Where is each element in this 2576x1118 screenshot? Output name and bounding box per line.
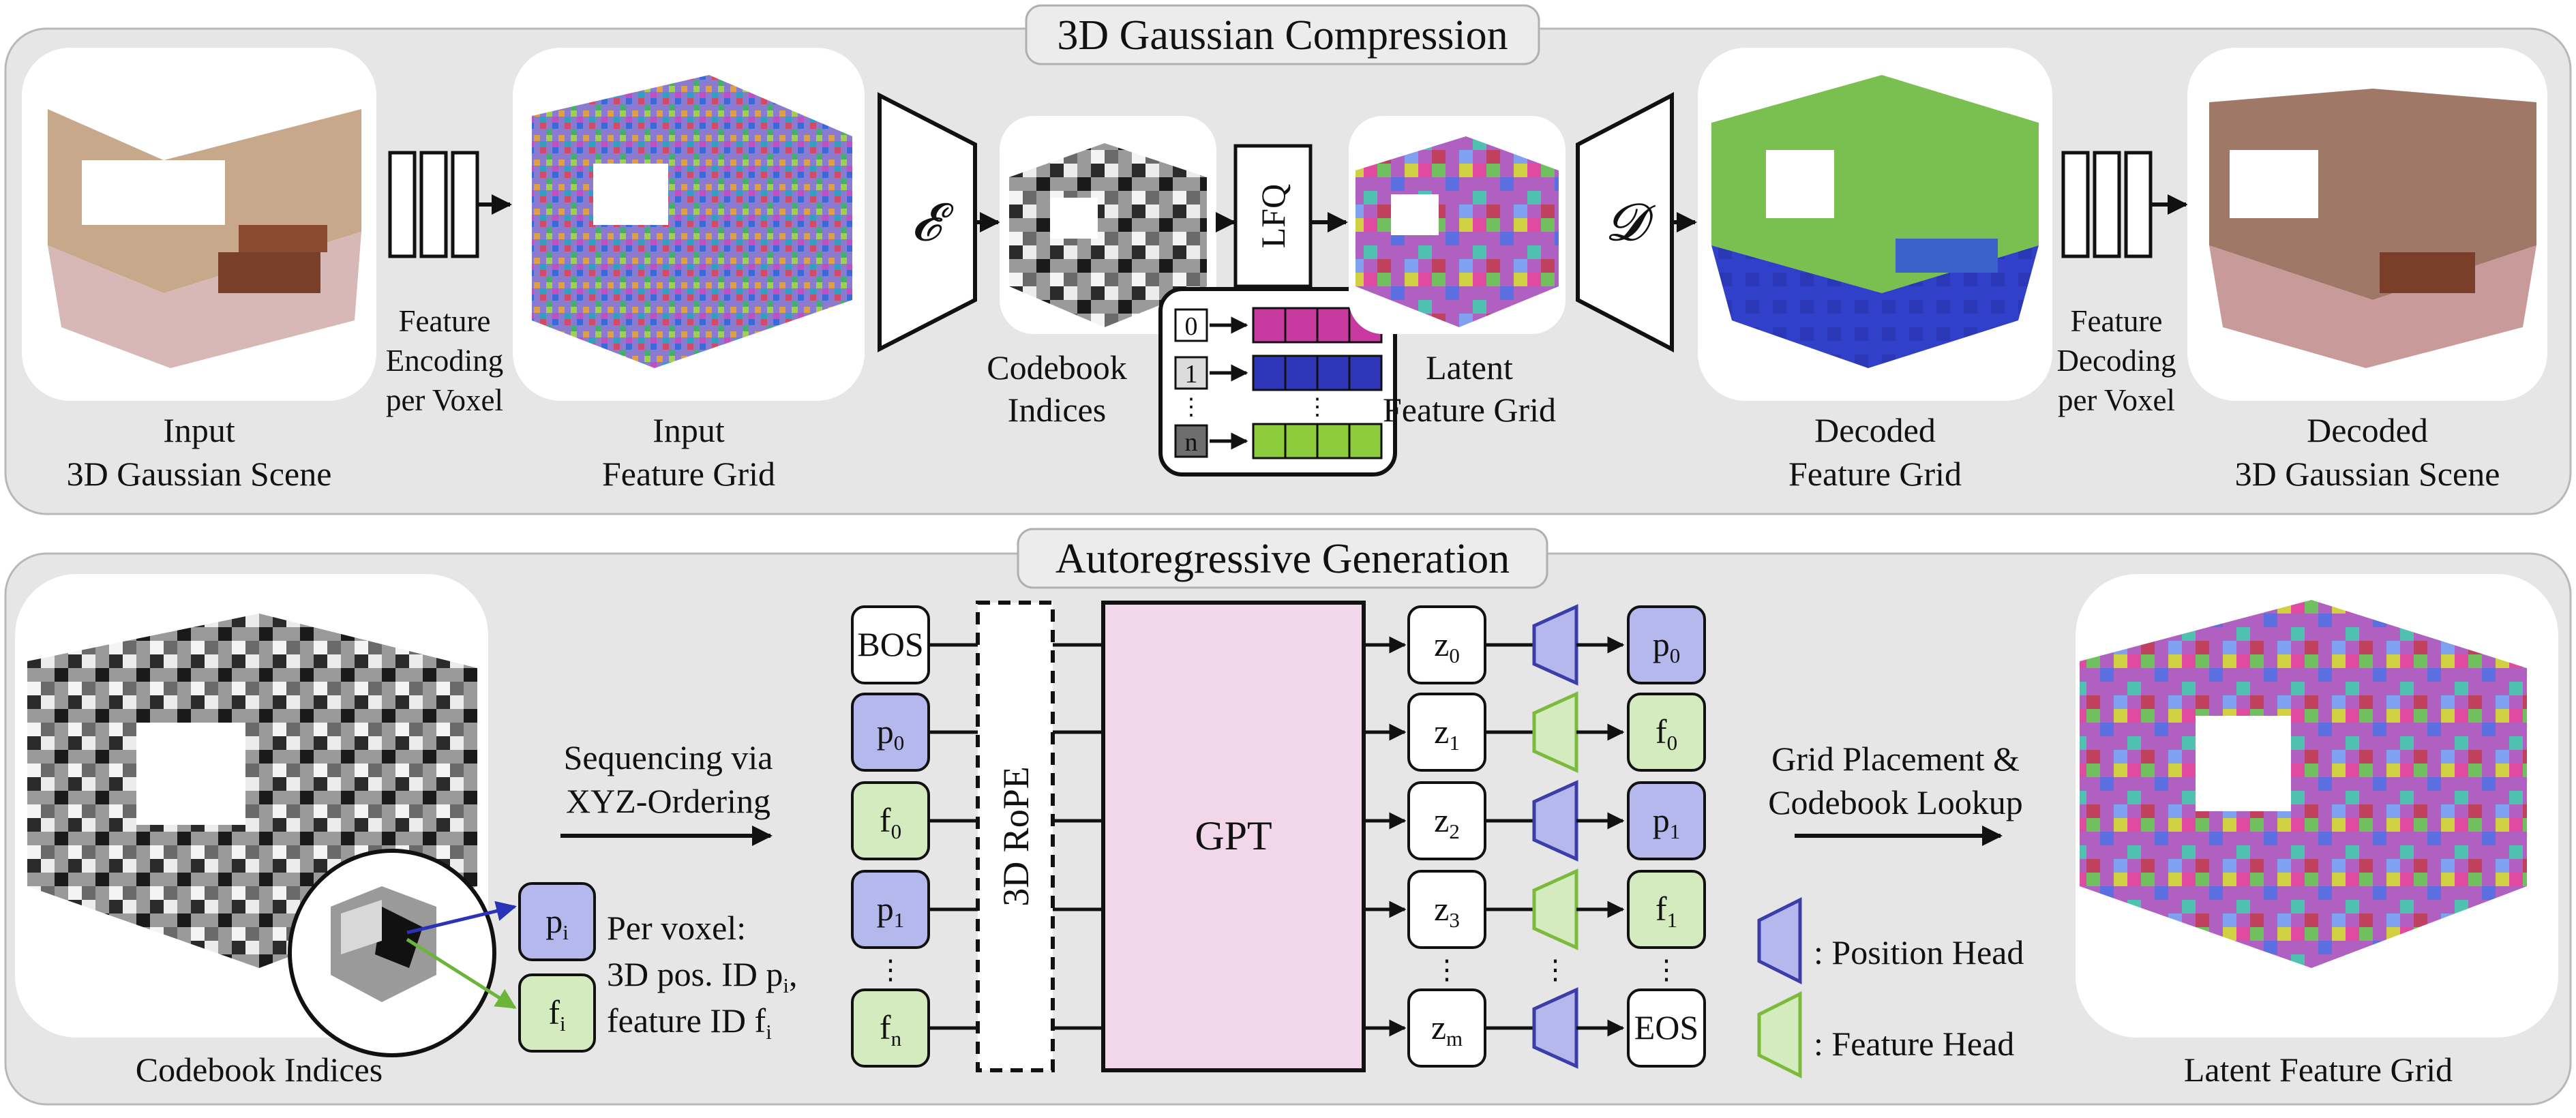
lfq-index-1: 1 <box>1185 360 1198 389</box>
magnifier <box>288 849 496 1057</box>
sequencing-label-2: XYZ-Ordering <box>566 782 770 820</box>
output-token-label-1: f0 <box>1656 712 1677 755</box>
input-token-dots: ⋮ <box>877 954 904 985</box>
feature-encoding-bars <box>388 151 479 258</box>
codebook-indices-label-2: Indices <box>1008 391 1106 429</box>
output-token-3 <box>1627 870 1706 949</box>
token-pi-text: pi <box>545 902 569 944</box>
per-voxel-line-2: 3D pos. ID pi, <box>607 955 797 997</box>
latent-grid-large-thumbnail <box>2076 574 2558 1038</box>
top-title: 3D Gaussian Compression <box>1057 12 1508 59</box>
input-grid-label-2: Feature Grid <box>602 455 775 493</box>
output-token-0 <box>1627 605 1706 684</box>
output-token-4 <box>1627 988 1706 1068</box>
input-token-label-4: fn <box>880 1008 902 1051</box>
decoded-scene-thumbnail <box>2187 48 2547 401</box>
codebook-indices-large-label: Codebook Indices <box>136 1051 383 1089</box>
lfq-index-n: n <box>1185 428 1198 457</box>
token-fi-text: fi <box>548 993 566 1036</box>
input-token-label-0: BOS <box>857 625 923 663</box>
dots-z: ⋮ <box>1433 954 1461 985</box>
feature-head-1 <box>1532 691 1578 773</box>
lfq-value-dots: ⋮ <box>1306 395 1329 420</box>
z-token-label-0: z0 <box>1434 625 1460 667</box>
codebook-indices-thumbnail <box>1000 116 1216 334</box>
input-scene-label-2: 3D Gaussian Scene <box>67 455 332 493</box>
latent-grid-label-1: Latent <box>1426 348 1513 387</box>
per-voxel-line-3: feature ID fi <box>607 1001 772 1044</box>
input-grid-label-1: Input <box>653 411 725 449</box>
position-head-0 <box>1532 604 1578 686</box>
pointer-pi <box>406 901 517 935</box>
grid-placement-label-1: Grid Placement & <box>1771 740 2020 778</box>
decoded-grid-thumbnail <box>1698 48 2052 401</box>
legend-position-head-icon <box>1757 896 1802 985</box>
top-title-pill <box>1025 4 1540 65</box>
feature-encoding-label-1: Feature <box>399 304 491 338</box>
output-rows: z0 p0 z1 f0 z2 p1 z3 f1 zm EOS ⋮ ⋮ ⋮ <box>1364 604 1706 1069</box>
output-token-1 <box>1627 693 1706 772</box>
lfq-label: LFQ <box>1254 184 1292 248</box>
rope-box <box>976 601 1055 1072</box>
feature-decoding-bars <box>2061 151 2153 258</box>
grid-placement-label-2: Codebook Lookup <box>1768 783 2023 821</box>
decoded-scene-label-2: 3D Gaussian Scene <box>2235 455 2500 493</box>
token-pi <box>518 882 596 961</box>
latent-grid-thumbnail <box>1349 116 1566 334</box>
feature-decoding-label-3: per Voxel <box>2058 383 2175 417</box>
bottom-title: Autoregressive Generation <box>1055 536 1510 582</box>
lfq-index-0: 0 <box>1185 312 1198 341</box>
feature-decoding-label-2: Decoding <box>2057 344 2176 378</box>
z-token-label-2: z2 <box>1434 801 1460 843</box>
output-token-label-3: f1 <box>1656 890 1677 932</box>
feature-head-3 <box>1532 868 1578 950</box>
z-token-label-1: z1 <box>1434 712 1460 755</box>
rope-label: 3D RoPE <box>995 766 1036 907</box>
codebook-indices-label-1: Codebook <box>987 348 1127 387</box>
lfq-index-dots: ⋮ <box>1180 395 1203 420</box>
input-token-label-3: p1 <box>877 890 905 932</box>
dots-head: ⋮ <box>1542 954 1569 985</box>
decoded-scene-label-1: Decoded <box>2307 411 2428 449</box>
sequencing-label-1: Sequencing via <box>564 738 773 776</box>
output-token-label-0: p0 <box>1653 625 1681 667</box>
input-token-label-1: p0 <box>877 712 905 755</box>
input-token-label-2: f0 <box>880 801 901 843</box>
position-head-2 <box>1532 780 1578 862</box>
feature-encoding-label-2: Encoding <box>386 344 503 378</box>
decoder-trapezoid <box>1576 92 1674 352</box>
decoded-grid-label-1: Decoded <box>1814 411 1936 449</box>
input-token-column: BOS p0 f0 p1 fn ⋮ <box>851 605 1103 1068</box>
z-token-label-4: zm <box>1431 1008 1463 1051</box>
token-fi <box>518 973 596 1053</box>
position-head-4 <box>1532 987 1578 1069</box>
pointer-fi <box>406 937 517 1010</box>
output-token-2 <box>1627 781 1706 860</box>
legend-feature-head-label: : Feature Head <box>1814 1025 2014 1063</box>
lfq-box <box>1233 144 1313 288</box>
bottom-title-pill <box>1017 528 1548 589</box>
encoder-trapezoid <box>878 92 977 352</box>
feature-encoding-label-3: per Voxel <box>386 383 503 417</box>
input-feature-grid-thumbnail <box>513 48 865 401</box>
output-token-label-2: p1 <box>1653 801 1681 843</box>
dots-out: ⋮ <box>1653 954 1680 985</box>
decoded-grid-label-2: Feature Grid <box>1788 455 1962 493</box>
gpt-box <box>1101 601 1366 1072</box>
latent-grid-large-label: Latent Feature Grid <box>2184 1051 2453 1089</box>
gpt-label: GPT <box>1195 813 1272 858</box>
feature-decoding-label-1: Feature <box>2071 304 2163 338</box>
input-scene-label-1: Input <box>163 411 235 449</box>
legend-position-head-label: : Position Head <box>1814 933 2024 971</box>
latent-grid-label-2: Feature Grid <box>1383 391 1556 429</box>
legend-feature-head-icon <box>1757 991 1802 1079</box>
z-token-label-3: z3 <box>1434 890 1460 932</box>
output-token-label-4: EOS <box>1634 1008 1698 1046</box>
per-voxel-line-1: Per voxel: <box>607 909 746 947</box>
input-scene-thumbnail <box>22 48 376 401</box>
